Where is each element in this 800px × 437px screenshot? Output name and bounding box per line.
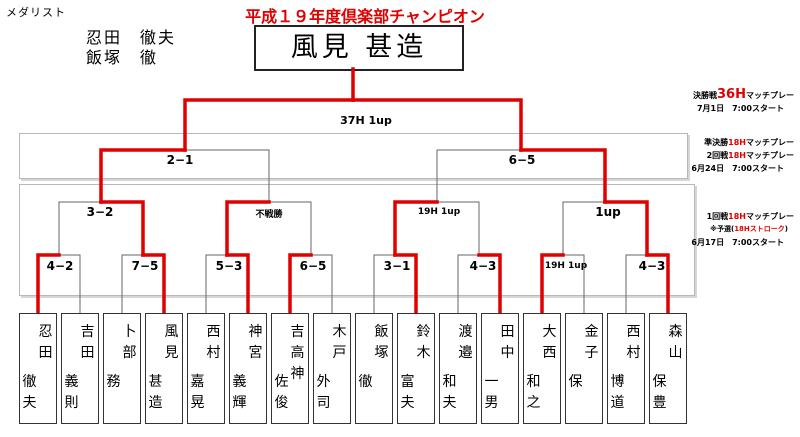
score-r1-6: 4−3 [469, 259, 497, 273]
round-panel-semifinal [19, 133, 688, 179]
player-box: 吉高神佐俊 [271, 313, 309, 424]
score-semi-1: 2−1 [166, 153, 194, 167]
score-r1-4: 6−5 [299, 259, 327, 273]
player-given-name: 義輝 [232, 374, 247, 411]
tournament-title: 平成１９年度倶楽部チャンピオン [245, 7, 485, 26]
player-given-name: 富夫 [400, 374, 415, 411]
player-given-name: 徹 [358, 374, 373, 390]
player-box: 卜部務 [103, 313, 141, 424]
score-final: 37H 1up [340, 114, 392, 127]
player-surname: 大西 [542, 324, 557, 361]
score-qf-3: 19H 1up [417, 207, 461, 217]
player-box: 風見甚造 [145, 313, 183, 424]
player-surname: 卜部 [122, 324, 137, 361]
score-qf-4: 1up [595, 205, 621, 219]
player-surname: 飯塚 [374, 324, 389, 361]
score-r1-7: 19H 1up [544, 261, 588, 271]
player-surname: 金子 [584, 324, 599, 361]
player-box: 金子保 [565, 313, 603, 424]
score-r1-1: 4−2 [46, 259, 74, 273]
player-box: 森山保豊 [649, 313, 687, 424]
player-given-name: 徹夫 [22, 374, 37, 411]
score-r1-8: 4−3 [638, 259, 666, 273]
player-box: 飯塚徹 [355, 313, 393, 424]
player-given-name: 外司 [316, 374, 331, 411]
score-r1-5: 3−1 [383, 259, 411, 273]
player-surname: 渡邉 [458, 324, 473, 361]
player-given-name: 務 [106, 374, 121, 390]
player-surname: 吉高神 [290, 324, 305, 382]
player-surname: 森山 [668, 324, 683, 361]
player-given-name: 義則 [64, 374, 79, 411]
player-surname: 風見 [164, 324, 179, 361]
player-given-name: 和夫 [442, 374, 457, 411]
score-qf-2: 不戦勝 [255, 210, 283, 220]
player-surname: 鈴木 [416, 324, 431, 361]
player-box: 鈴木富夫 [397, 313, 435, 424]
player-box: 西村嘉晃 [187, 313, 225, 424]
player-given-name: 一男 [484, 374, 499, 411]
score-semi-2: 6−5 [508, 153, 536, 167]
player-box: 渡邉和夫 [439, 313, 477, 424]
medalist-label: メダリスト [6, 6, 66, 19]
score-r1-2: 7−5 [131, 259, 159, 273]
player-surname: 神宮 [248, 324, 263, 361]
player-surname: 忍田 [38, 324, 53, 361]
score-qf-1: 3−2 [86, 205, 114, 219]
player-box: 大西和之 [523, 313, 561, 424]
score-r1-3: 5−3 [215, 259, 243, 273]
round-info-semifinal: 準決勝18Hマッチプレー 2回戦18Hマッチプレー 6月24日 7:00スタート [691, 138, 794, 173]
player-given-name: 佐俊 [274, 374, 289, 411]
medalist-name-2: 飯塚 徹 [86, 48, 159, 67]
round-panel-first-round [19, 184, 695, 296]
medalist-name-1: 忍田 徹夫 [86, 28, 177, 47]
round-info-final: 決勝戦36Hマッチプレー 7月1日 7:00スタート [693, 87, 794, 113]
player-box: 神宮義輝 [229, 313, 267, 424]
champion-box: 風見 甚造 [254, 25, 464, 71]
player-box: 忍田徹夫 [19, 313, 57, 424]
player-box: 西村博道 [607, 313, 645, 424]
player-surname: 西村 [206, 324, 221, 361]
player-given-name: 博道 [610, 374, 625, 411]
player-box: 吉田義則 [61, 313, 99, 424]
player-given-name: 嘉晃 [190, 374, 205, 411]
player-surname: 木戸 [332, 324, 347, 361]
round-info-first: 1回戦18Hマッチプレー ※予選(18Hストローク) 6月17日 7:00スター… [691, 212, 794, 247]
player-given-name: 和之 [526, 374, 541, 411]
player-given-name: 甚造 [148, 374, 163, 411]
player-given-name: 保 [568, 374, 583, 390]
player-surname: 吉田 [80, 324, 95, 361]
player-box: 田中一男 [481, 313, 519, 424]
player-box: 木戸外司 [313, 313, 351, 424]
player-given-name: 保豊 [652, 374, 667, 411]
player-surname: 西村 [626, 324, 641, 361]
player-surname: 田中 [500, 324, 515, 361]
